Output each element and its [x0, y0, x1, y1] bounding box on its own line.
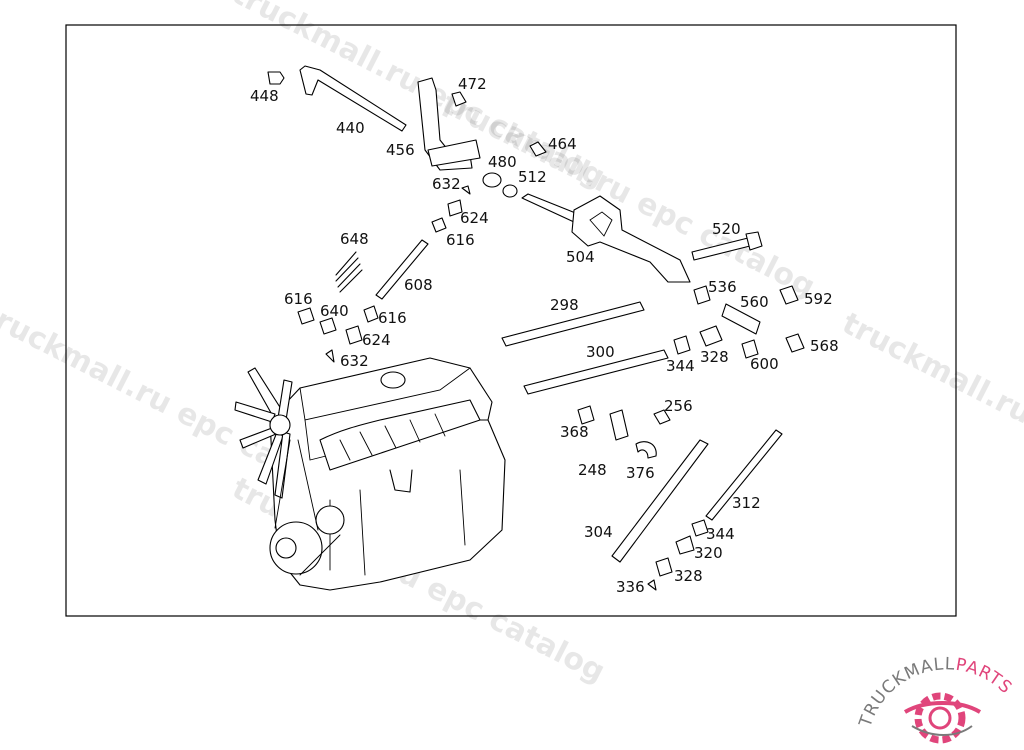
callout-616: 616 — [284, 290, 313, 308]
part-480 — [482, 172, 502, 188]
part-560 — [721, 303, 761, 335]
callout-312: 312 — [732, 494, 761, 512]
truckmall-logo: TRUCKMALLPARTS — [855, 654, 1016, 744]
part-376 — [635, 441, 657, 459]
callout-472: 472 — [458, 75, 487, 93]
engine-block — [234, 357, 506, 591]
callout-344: 344 — [666, 357, 695, 375]
callout-376: 376 — [626, 464, 655, 482]
part-448 — [267, 71, 285, 85]
callout-632: 632 — [432, 175, 461, 193]
callout-464: 464 — [548, 135, 577, 153]
callout-300: 300 — [586, 343, 615, 361]
part-336 — [647, 579, 657, 591]
part-640 — [319, 317, 337, 335]
callout-labels: 448 440 472 456 464 480 632 512 624 616 … — [250, 75, 839, 596]
part-512 — [502, 184, 518, 198]
part-320 — [675, 535, 695, 555]
callout-640: 640 — [320, 302, 349, 320]
callout-298: 298 — [550, 296, 579, 314]
part-624 — [447, 199, 463, 217]
part-368 — [577, 405, 595, 425]
linkage-parts — [267, 65, 805, 591]
part-616 — [297, 307, 315, 325]
watermark: truckmall.ru epc catalog — [436, 86, 820, 305]
callout-608: 608 — [404, 276, 433, 294]
part-464 — [529, 141, 547, 157]
part-568 — [785, 333, 805, 353]
callout-248: 248 — [578, 461, 607, 479]
part-328 — [655, 557, 673, 577]
callout-512: 512 — [518, 168, 547, 186]
part-304 — [611, 439, 709, 563]
callout-336: 336 — [616, 578, 645, 596]
part-600 — [741, 339, 759, 359]
part-298 — [501, 301, 645, 347]
part-328 — [699, 325, 723, 347]
callout-616: 616 — [446, 231, 475, 249]
gear-icon — [903, 692, 982, 744]
part-300 — [523, 349, 669, 395]
callout-568: 568 — [810, 337, 839, 355]
callout-368: 368 — [560, 423, 589, 441]
part-248 — [609, 409, 629, 441]
part-624 — [345, 325, 363, 345]
watermark: truckmall.ru epc catalog — [836, 306, 1024, 525]
callout-560: 560 — [740, 293, 769, 311]
part-608 — [375, 239, 429, 300]
callout-344: 344 — [706, 525, 735, 543]
part-592 — [779, 285, 799, 305]
callout-592: 592 — [804, 290, 833, 308]
part-632 — [461, 185, 471, 195]
callout-616: 616 — [378, 309, 407, 327]
diagram-frame — [65, 24, 957, 617]
callout-624: 624 — [362, 331, 391, 349]
part-616 — [363, 305, 379, 323]
callout-648: 648 — [340, 230, 369, 248]
callout-600: 600 — [750, 355, 779, 373]
part-344 — [673, 335, 691, 355]
callout-256: 256 — [664, 397, 693, 415]
part-440 — [299, 65, 407, 132]
part-472 — [451, 91, 467, 107]
logo-text-parts: PARTS — [954, 655, 1016, 699]
part-648 — [335, 251, 363, 293]
callout-304: 304 — [584, 523, 613, 541]
callout-328: 328 — [700, 348, 729, 366]
callout-624: 624 — [460, 209, 489, 227]
part-632 — [325, 349, 335, 363]
callout-632: 632 — [340, 352, 369, 370]
part-256 — [653, 409, 671, 425]
callout-328: 328 — [674, 567, 703, 585]
callout-456: 456 — [386, 141, 415, 159]
callout-320: 320 — [694, 544, 723, 562]
part-616 — [431, 217, 447, 233]
callout-440: 440 — [336, 119, 365, 137]
part-312 — [705, 429, 783, 521]
fan — [234, 367, 293, 499]
callout-520: 520 — [712, 220, 741, 238]
callout-448: 448 — [250, 87, 279, 105]
part-344 — [691, 519, 709, 537]
callout-480: 480 — [488, 153, 517, 171]
callout-504: 504 — [566, 248, 595, 266]
callout-536: 536 — [708, 278, 737, 296]
part-536 — [693, 285, 711, 305]
part-504 — [521, 193, 579, 223]
